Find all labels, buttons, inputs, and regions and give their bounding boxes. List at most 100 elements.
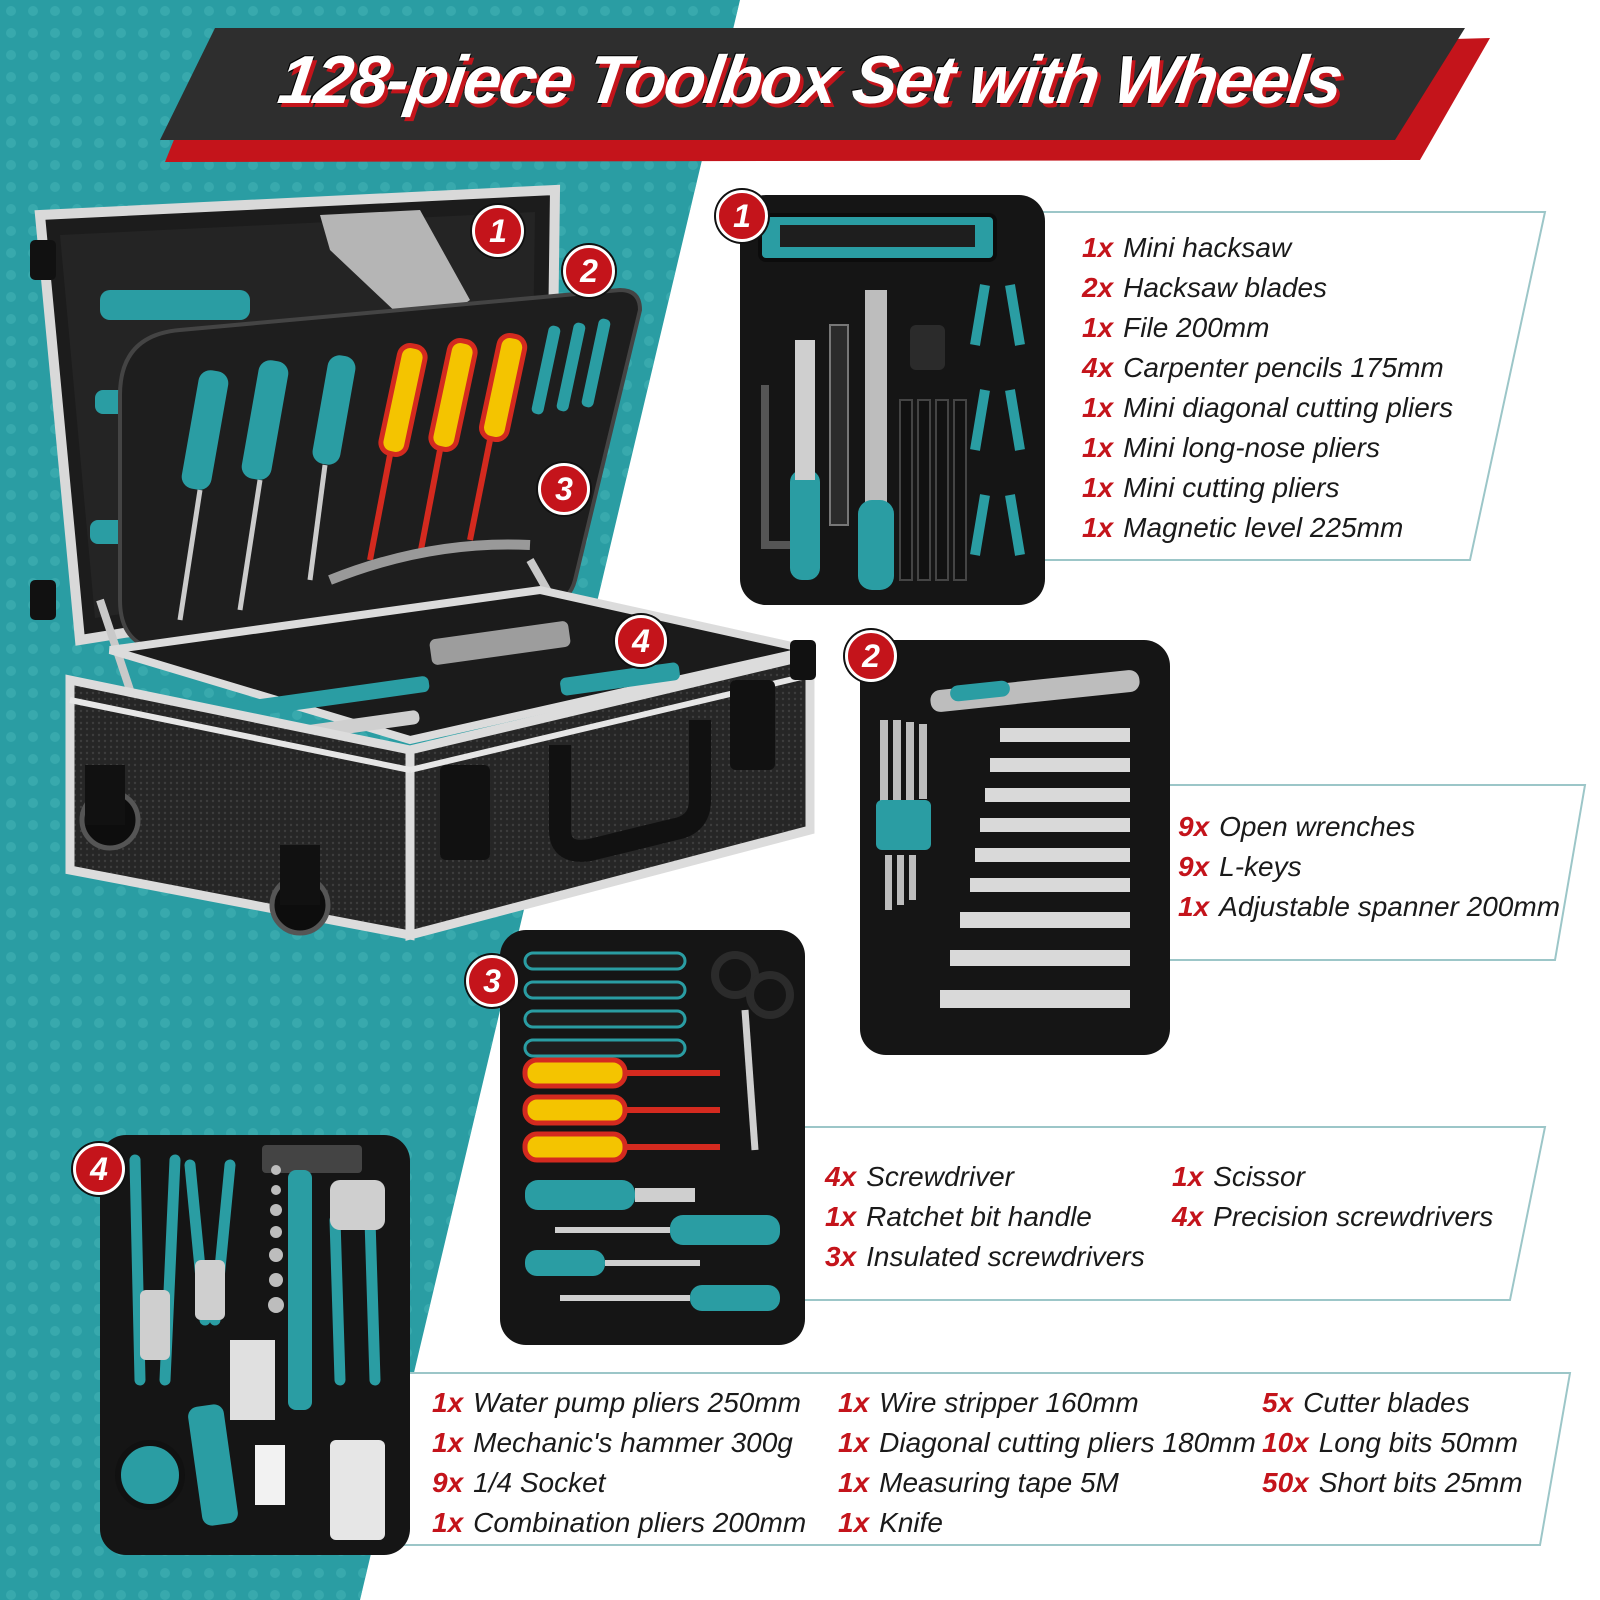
- list-item: 1x Ratchet bit handle: [825, 1197, 1145, 1237]
- panel-3-tools-photo: [500, 930, 805, 1345]
- item-qty: 9x: [1178, 811, 1210, 842]
- item-name: Open wrenches: [1219, 811, 1416, 842]
- case-handle: [549, 720, 711, 862]
- list-item: 1x Mechanic's hammer 300g: [432, 1423, 806, 1463]
- panel-2-badge: 2: [845, 630, 897, 682]
- item-qty: 1x: [838, 1467, 870, 1498]
- panel-1-badge: 1: [716, 190, 768, 242]
- item-qty: 9x: [432, 1467, 464, 1498]
- list-item: 1x Magnetic level 225mm: [1082, 508, 1453, 548]
- item-name: L-keys: [1219, 851, 1302, 882]
- item-name: Mini hacksaw: [1123, 232, 1292, 263]
- list-item: 1x Mini long-nose pliers: [1082, 428, 1453, 468]
- list-item: 1x Adjustable spanner 200mm: [1178, 887, 1560, 927]
- list-item: 1x Scissor: [1172, 1157, 1493, 1197]
- list-item: 1x Combination pliers 200mm: [432, 1503, 806, 1543]
- item-name: Mini long-nose pliers: [1123, 432, 1380, 463]
- item-name: Knife: [879, 1507, 943, 1538]
- item-qty: 1x: [838, 1507, 870, 1538]
- item-name: Wire stripper 160mm: [879, 1387, 1139, 1418]
- item-qty: 1x: [432, 1387, 464, 1418]
- measuring-tape: [115, 1440, 185, 1510]
- list-item: 4x Precision screwdrivers: [1172, 1197, 1493, 1237]
- list-item: 9x 1/4 Socket: [432, 1463, 806, 1503]
- item-name: Adjustable spanner 200mm: [1219, 891, 1561, 922]
- item-qty: 2x: [1082, 272, 1114, 303]
- item-name: File 200mm: [1123, 312, 1270, 343]
- item-qty: 4x: [825, 1161, 857, 1192]
- item-name: Measuring tape 5M: [879, 1467, 1119, 1498]
- item-qty: 1x: [1082, 432, 1114, 463]
- list-item: 1x Mini hacksaw: [1082, 228, 1453, 268]
- item-qty: 1x: [1172, 1161, 1204, 1192]
- item-qty: 1x: [1082, 512, 1114, 543]
- item-qty: 1x: [432, 1427, 464, 1458]
- list-item: 1x Knife: [838, 1503, 1256, 1543]
- item-qty: 1x: [838, 1387, 870, 1418]
- panel-3-item-list-col-1: 4x Screwdriver 1x Ratchet bit handle 3x Ins…: [825, 1157, 1145, 1277]
- page-title: 128-piece Toolbox Set with Wheels: [274, 42, 1346, 118]
- item-qty: 1x: [825, 1201, 857, 1232]
- item-qty: 10x: [1262, 1427, 1309, 1458]
- item-qty: 1x: [838, 1427, 870, 1458]
- item-qty: 1x: [1178, 891, 1210, 922]
- case-badge-2: 2: [563, 245, 615, 297]
- item-name: Scissor: [1213, 1161, 1305, 1192]
- item-name: Carpenter pencils 175mm: [1123, 352, 1444, 383]
- list-item: 50x Short bits 25mm: [1262, 1463, 1523, 1503]
- case-badge-4: 4: [615, 615, 667, 667]
- panel-4-badge: 4: [73, 1143, 125, 1195]
- panel-3-badge: 3: [466, 955, 518, 1007]
- item-name: 1/4 Socket: [473, 1467, 606, 1498]
- list-item: 1x File 200mm: [1082, 308, 1453, 348]
- item-qty: 5x: [1262, 1387, 1294, 1418]
- case-badge-1: 1: [472, 205, 524, 257]
- panel-4-item-list-col-3: 5x Cutter blades 10x Long bits 50mm 50x Sho…: [1262, 1383, 1523, 1503]
- panel-2-tools-photo: [860, 640, 1170, 1055]
- list-item: 2x Hacksaw blades: [1082, 268, 1453, 308]
- item-name: Magnetic level 225mm: [1123, 512, 1404, 543]
- panel-1-tools-photo: [740, 195, 1045, 605]
- item-name: Combination pliers 200mm: [473, 1507, 807, 1538]
- item-name: Diagonal cutting pliers 180mm: [879, 1427, 1256, 1458]
- item-name: Long bits 50mm: [1318, 1427, 1518, 1458]
- item-name: Insulated screwdrivers: [866, 1241, 1145, 1272]
- item-name: Water pump pliers 250mm: [473, 1387, 801, 1418]
- item-qty: 3x: [825, 1241, 857, 1272]
- list-item: 1x Wire stripper 160mm: [838, 1383, 1256, 1423]
- item-qty: 4x: [1082, 352, 1114, 383]
- item-qty: 50x: [1262, 1467, 1309, 1498]
- item-name: Screwdriver: [866, 1161, 1014, 1192]
- case-badge-3: 3: [538, 463, 590, 515]
- toolbox-case-illustration: [30, 184, 816, 941]
- list-item: 5x Cutter blades: [1262, 1383, 1523, 1423]
- item-name: Mini diagonal cutting pliers: [1123, 392, 1454, 423]
- item-name: Short bits 25mm: [1318, 1467, 1523, 1498]
- item-qty: 1x: [1082, 312, 1114, 343]
- item-qty: 1x: [1082, 472, 1114, 503]
- list-item: 1x Measuring tape 5M: [838, 1463, 1256, 1503]
- list-item: 1x Diagonal cutting pliers 180mm: [838, 1423, 1256, 1463]
- list-item: 4x Screwdriver: [825, 1157, 1145, 1197]
- item-qty: 4x: [1172, 1201, 1204, 1232]
- item-qty: 1x: [432, 1507, 464, 1538]
- item-name: Cutter blades: [1303, 1387, 1470, 1418]
- item-name: Mechanic's hammer 300g: [473, 1427, 793, 1458]
- item-name: Precision screwdrivers: [1213, 1201, 1494, 1232]
- item-name: Hacksaw blades: [1123, 272, 1328, 303]
- list-item: 9x Open wrenches: [1178, 807, 1560, 847]
- list-item: 1x Mini diagonal cutting pliers: [1082, 388, 1453, 428]
- item-qty: 1x: [1082, 392, 1114, 423]
- item-name: Ratchet bit handle: [866, 1201, 1092, 1232]
- panel-4-tools-photo: [100, 1135, 410, 1555]
- banner-dark-band: [160, 28, 1465, 140]
- item-qty: 1x: [1082, 232, 1114, 263]
- list-item: 10x Long bits 50mm: [1262, 1423, 1523, 1463]
